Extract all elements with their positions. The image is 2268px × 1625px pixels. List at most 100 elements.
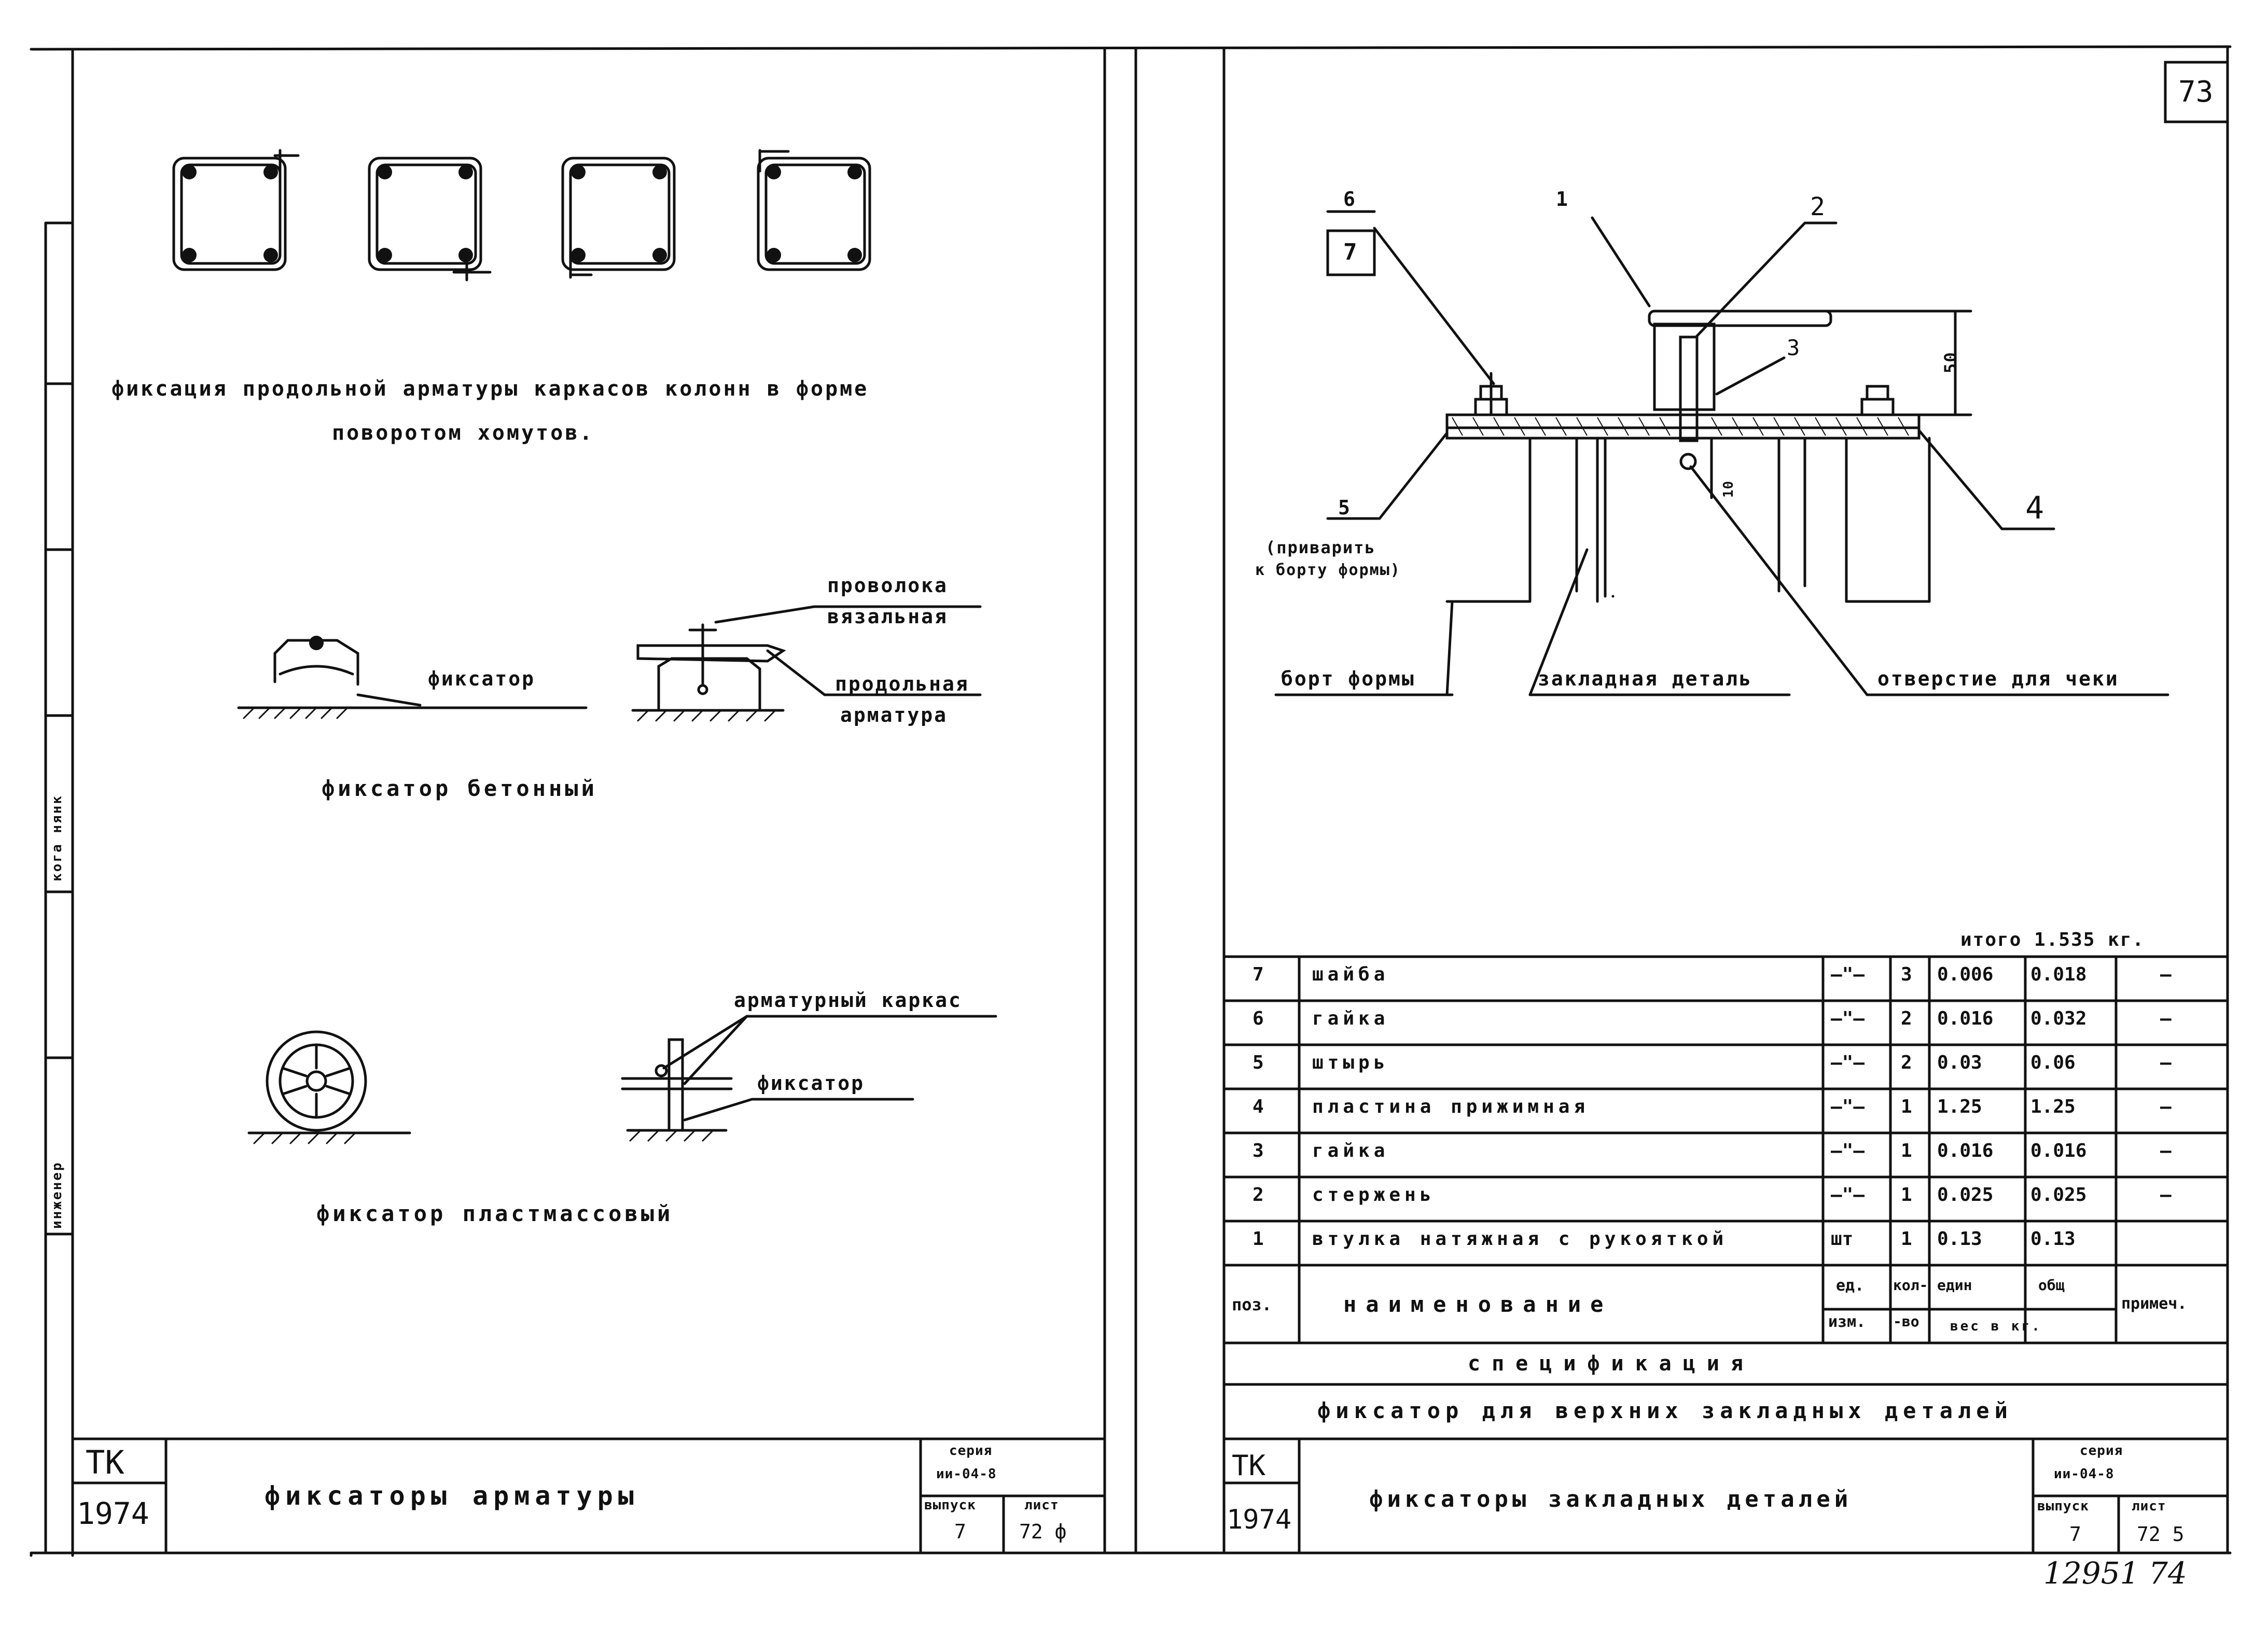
cell-qty: 1	[1901, 1184, 1912, 1206]
cell-unit-weight: 1.25	[1937, 1096, 1982, 1117]
cell-note: —	[2160, 964, 2172, 985]
cell-pos: 3	[1253, 1140, 1264, 1161]
cell-pos: 1	[1253, 1228, 1264, 1250]
caption-plastic-fixator: фиксатор пластмассовый	[316, 1201, 674, 1226]
label-embedded-part: закладная деталь	[1538, 667, 1753, 690]
header-weight-line2: вес в кг.	[1950, 1319, 2042, 1334]
callout-7: 7	[1343, 239, 1357, 265]
left-issue-value: 7	[954, 1520, 966, 1543]
right-sheet-value: 72 5	[2137, 1523, 2184, 1546]
cell-note: —	[2160, 1140, 2172, 1161]
margin-label-engineer: инженер	[49, 1161, 65, 1229]
cell-total-weight: 0.06	[2030, 1052, 2076, 1073]
cell-name: гайка	[1312, 1140, 1389, 1161]
label-concrete-fixator: фиксатор	[428, 667, 536, 690]
cell-unit: —"—	[1831, 1096, 1865, 1117]
header-unit-line1: ед.	[1836, 1277, 1865, 1295]
left-sheet-label: лист	[1024, 1497, 1059, 1513]
label-rebar-line1: продольная	[835, 673, 969, 695]
cell-unit: —"—	[1831, 1140, 1865, 1161]
dim-height: 50	[1941, 351, 1960, 373]
cell-unit-weight: 0.016	[1937, 1140, 1994, 1161]
caption-concrete-fixator: фиксатор бетонный	[322, 776, 597, 801]
right-sheet-title: фиксаторы закладных деталей	[1369, 1486, 1853, 1512]
spec-title: спецификация	[1468, 1352, 1755, 1376]
cell-unit: —"—	[1831, 1184, 1865, 1206]
cell-note: —	[2160, 1184, 2172, 1206]
cell-unit: —"—	[1831, 1052, 1865, 1073]
cell-note: —	[2160, 1008, 2172, 1029]
cell-name: пластина прижимная	[1312, 1096, 1590, 1117]
header-note: примеч.	[2121, 1295, 2187, 1313]
cell-pos: 5	[1253, 1052, 1264, 1073]
header-qty-line1: кол-	[1893, 1277, 1928, 1294]
cell-unit-weight: 0.13	[1937, 1228, 1982, 1250]
callout-5: 5	[1338, 496, 1350, 519]
caption-fixation-line1: фиксация продольной арматуры каркасов ко…	[112, 377, 869, 401]
note-weld-line1: (приварить	[1265, 538, 1376, 557]
cell-name: шайба	[1312, 964, 1389, 985]
cell-pos: 6	[1253, 1008, 1264, 1029]
cell-unit: —"—	[1831, 964, 1865, 985]
left-sheet-value: 72 ф	[1019, 1520, 1067, 1543]
callout-4: 4	[2025, 490, 2044, 526]
cell-qty: 1	[1901, 1140, 1912, 1161]
header-qty-line2: -во	[1893, 1313, 1919, 1330]
cell-name: стержень	[1312, 1184, 1436, 1206]
left-stamp-org: ТК	[86, 1444, 124, 1481]
callout-6: 6	[1343, 188, 1355, 211]
page-number: 73	[2178, 75, 2214, 109]
spec-subtitle: фиксатор для верхних закладных деталей	[1317, 1398, 2013, 1423]
left-issue-label: выпуск	[924, 1497, 976, 1513]
cell-unit: шт	[1831, 1228, 1854, 1250]
label-wire-line1: проволока	[827, 574, 948, 597]
left-stamp-year: 1974	[77, 1496, 149, 1531]
label-rebar-line2: арматура	[840, 704, 948, 726]
cell-total-weight: 0.025	[2030, 1184, 2087, 1206]
cell-qty: 3	[1901, 964, 1912, 985]
cell-name: гайка	[1312, 1008, 1389, 1029]
label-plastic-fixator: фиксатор	[757, 1072, 865, 1095]
right-sheet-label: лист	[2132, 1498, 2166, 1514]
label-hole: отверстие для чеки	[1877, 667, 2119, 690]
total-weight: итого 1.535 кг.	[1960, 929, 2145, 950]
left-series-label: серия	[949, 1443, 993, 1459]
right-issue-label: выпуск	[2037, 1498, 2089, 1514]
cell-unit-weight: 0.03	[1937, 1052, 1982, 1073]
cell-name: штырь	[1312, 1052, 1389, 1073]
header-weight-total: общ	[2038, 1277, 2065, 1294]
cell-note: —	[2160, 1052, 2172, 1073]
cell-total-weight: 0.018	[2030, 964, 2087, 985]
cell-total-weight: 0.016	[2030, 1140, 2087, 1161]
label-wire-line2: вязальная	[827, 605, 948, 628]
cell-unit-weight: 0.006	[1937, 964, 1994, 985]
handwritten-number: 12951 74	[2043, 1556, 2187, 1591]
right-series-value: ии-04-8	[2054, 1466, 2114, 1482]
cell-qty: 1	[1901, 1096, 1912, 1117]
cell-qty: 1	[1901, 1228, 1912, 1250]
label-form-side: борт формы	[1281, 667, 1415, 690]
left-sheet-title: фиксаторы арматуры	[265, 1481, 639, 1511]
right-series-label: серия	[2080, 1443, 2123, 1459]
cell-total-weight: 0.032	[2030, 1008, 2087, 1029]
cell-pos: 7	[1253, 964, 1264, 985]
margin-label-2: кога нянк	[49, 794, 65, 881]
right-stamp-org: ТК	[1232, 1449, 1266, 1482]
caption-fixation-line2: поворотом хомутов.	[332, 421, 594, 445]
header-unit-line2: изм.	[1828, 1313, 1866, 1331]
callout-3: 3	[1787, 335, 1800, 360]
cell-pos: 4	[1253, 1096, 1264, 1117]
right-issue-value: 7	[2069, 1523, 2081, 1546]
cell-name: втулка натяжная с рукояткой	[1312, 1228, 1728, 1250]
cell-qty: 2	[1901, 1008, 1912, 1029]
left-series-value: ии-04-8	[936, 1466, 997, 1482]
cell-unit-weight: 0.025	[1937, 1184, 1994, 1206]
cell-qty: 2	[1901, 1052, 1912, 1073]
cell-total-weight: 1.25	[2030, 1096, 2076, 1117]
cell-total-weight: 0.13	[2030, 1228, 2076, 1250]
header-pos: поз.	[1232, 1295, 1272, 1314]
right-stamp-year: 1974	[1227, 1504, 1292, 1535]
note-weld-line2: к борту формы)	[1255, 561, 1401, 579]
header-name: наименование	[1343, 1292, 1613, 1317]
